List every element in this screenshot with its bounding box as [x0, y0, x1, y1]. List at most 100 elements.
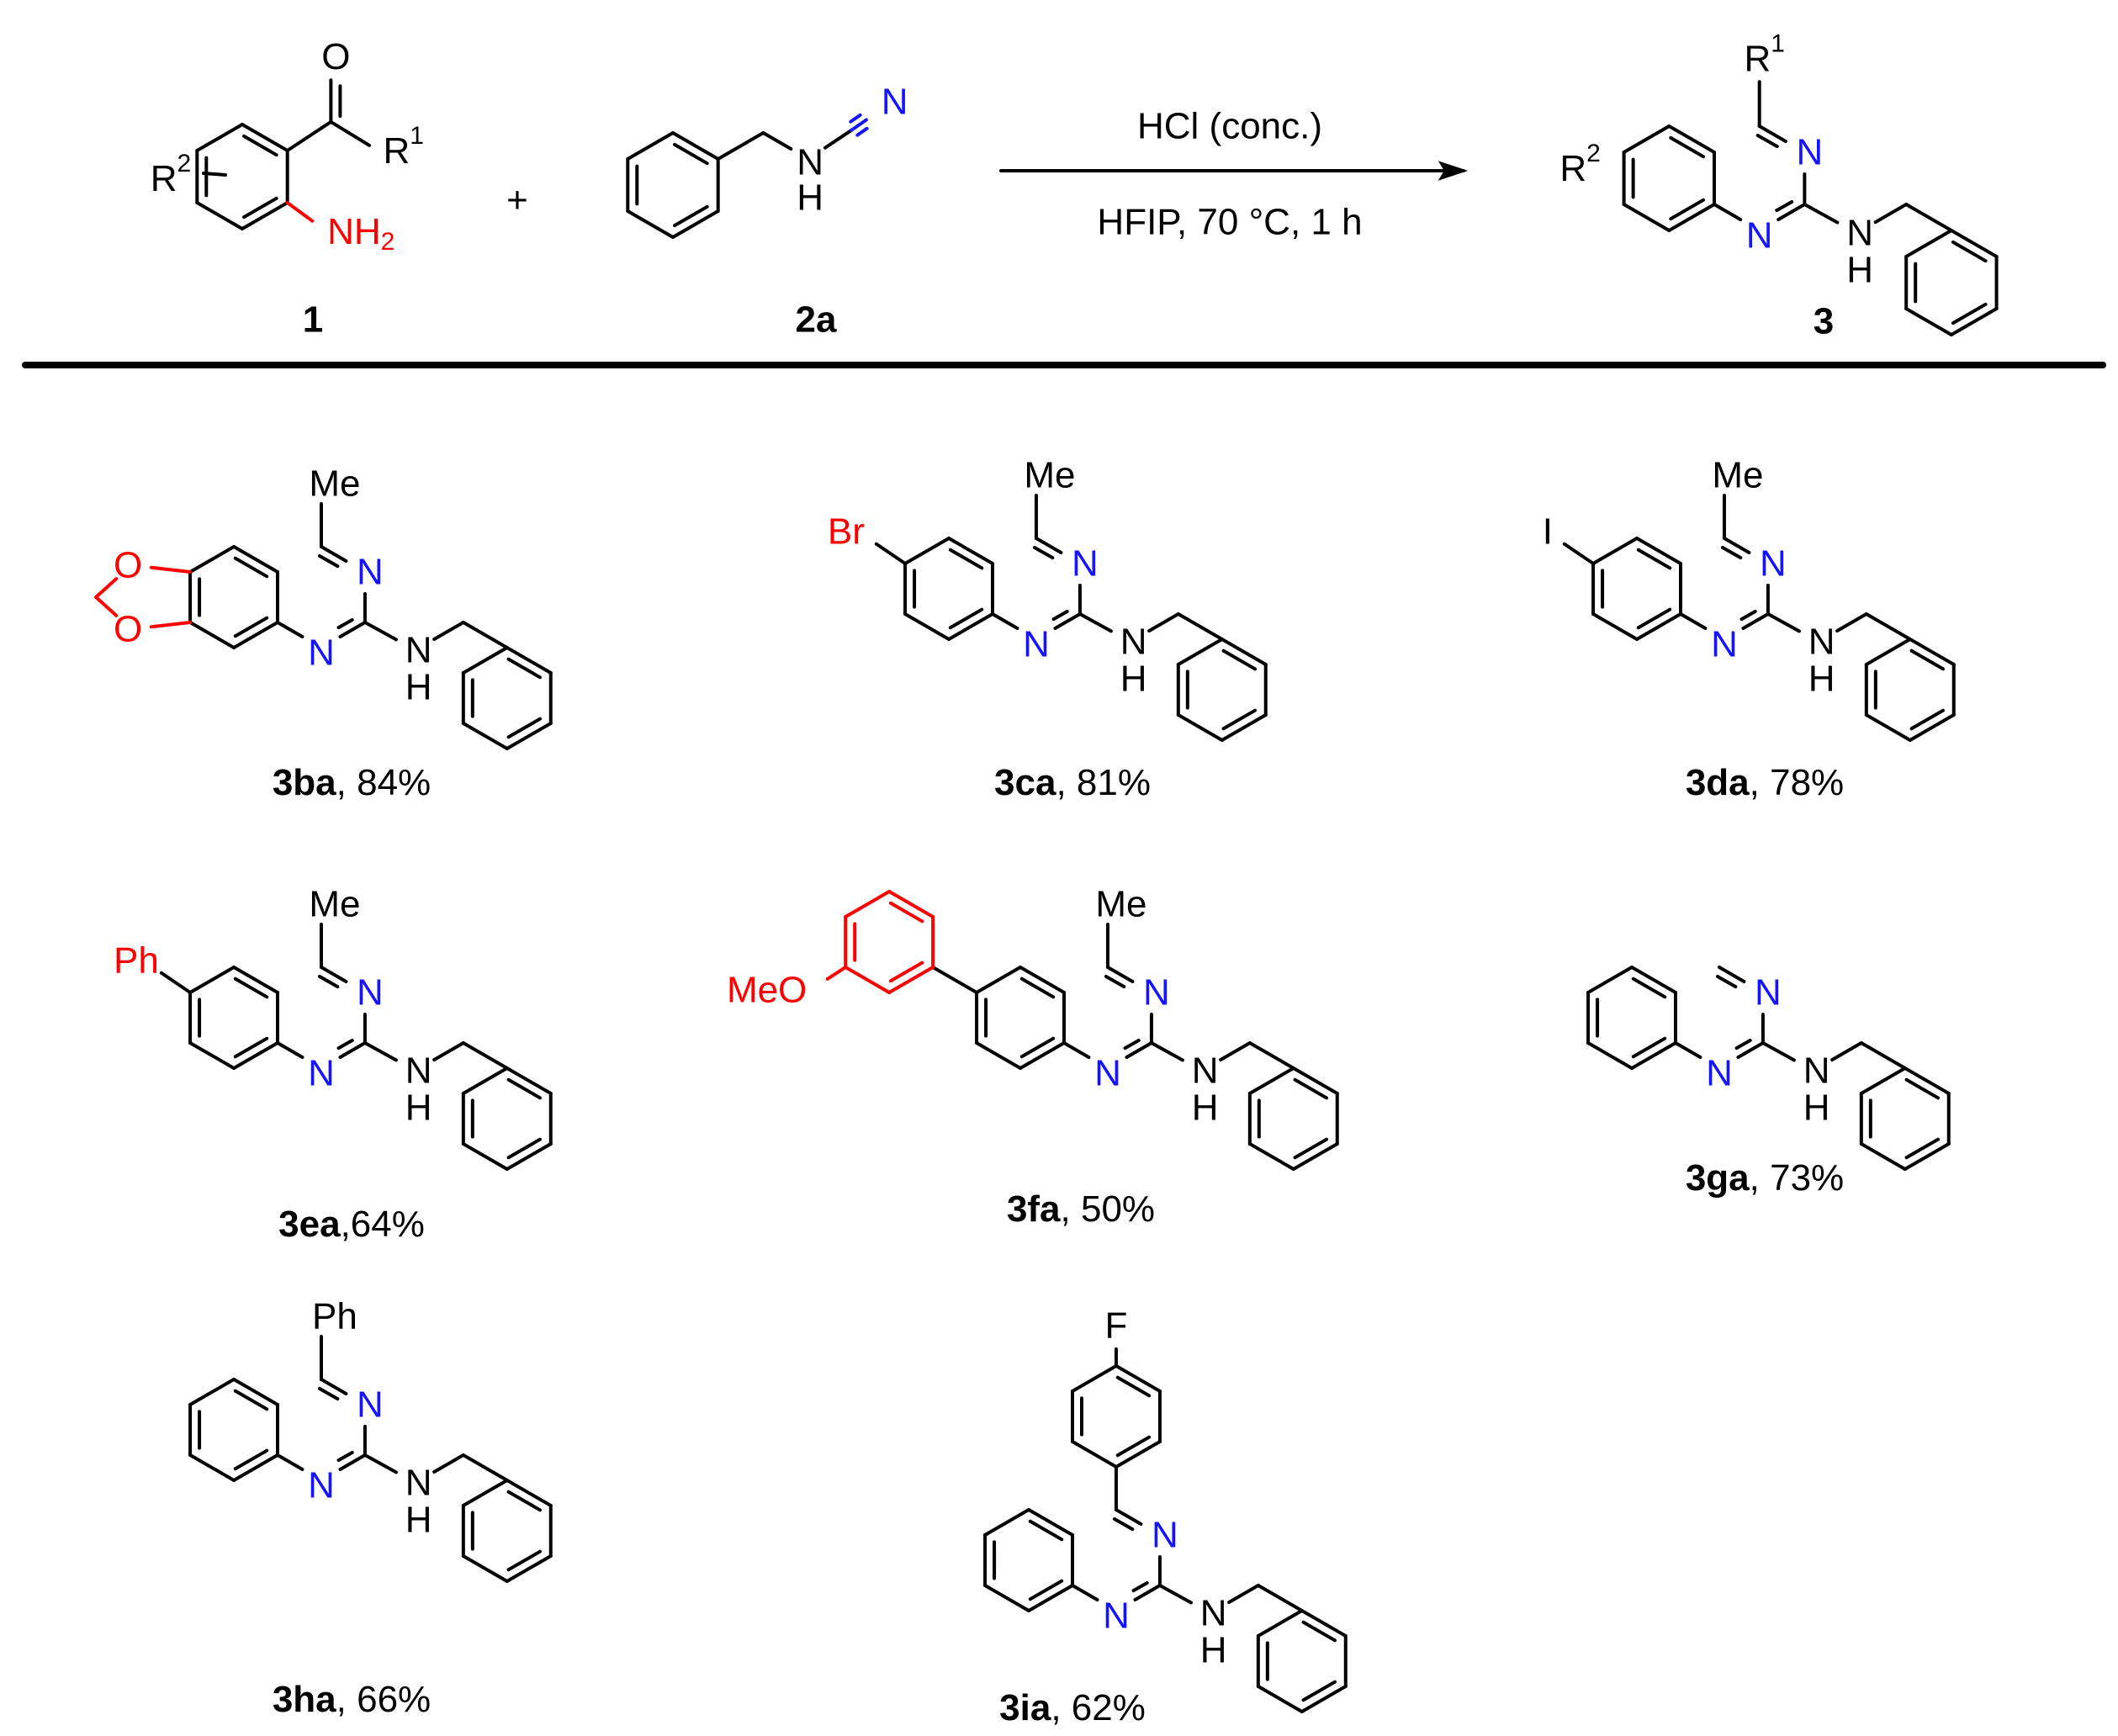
aryl-ring [888, 901, 924, 924]
compound-3da [1835, 612, 1868, 632]
yield-value: , 66% [336, 1679, 432, 1720]
reactant2-ring-inner [673, 204, 709, 228]
compound-3da [1635, 537, 1682, 565]
nitrile-bond [855, 126, 869, 137]
compound-id: 3ga [1686, 1157, 1750, 1199]
compound-3da [1766, 612, 1801, 633]
nitrogen-label: N [1152, 1515, 1178, 1556]
compound-3ga [1630, 1041, 1677, 1070]
reactant2-ring [626, 131, 675, 161]
compound-3ea [232, 1041, 279, 1070]
compound-3ia [1157, 1584, 1193, 1605]
compound-3ha-benzyl [505, 1479, 553, 1507]
compound-3ba [363, 621, 398, 642]
compound-3fa-benzyl [1247, 1142, 1295, 1171]
compound-3da [1635, 612, 1682, 641]
compound-3ca-benzyl [1176, 638, 1224, 666]
compound-3fa [1104, 975, 1126, 989]
compound-3ba-inner [233, 556, 269, 579]
substituent-label: Me [309, 463, 360, 505]
compound-caption: 3fa, 50% [1007, 1188, 1155, 1230]
compound-label-3: 3 [1814, 301, 1834, 342]
nh-hydrogen-label: H [1192, 1088, 1219, 1129]
product-ring [1713, 203, 1743, 221]
reactant2-ring [671, 209, 720, 239]
fluorophenyl-ring [1114, 1364, 1162, 1393]
compound-3fa [1125, 1041, 1153, 1059]
compound-3ga-benzyl [1859, 1142, 1907, 1171]
compound-3ga-benzyl-inner [1904, 1077, 1940, 1100]
compound-3ea [317, 975, 340, 989]
product-sidechain-benzyl-inner [1951, 302, 1988, 326]
compound-id: 3da [1686, 762, 1750, 803]
compound-3da [1591, 537, 1639, 565]
substituent-label: Me [1712, 455, 1763, 496]
compound-3ca [1051, 609, 1069, 622]
atom-symbol: R [151, 158, 177, 199]
compound-caption: 3ia, 62% [999, 1687, 1146, 1728]
substituent-label: Me [309, 884, 360, 925]
compound-3ba-benzyl [461, 722, 509, 750]
benzyl-bond [761, 131, 793, 151]
fluorine-label: F [1105, 1305, 1128, 1347]
product-sidechain-benzyl [1904, 307, 1953, 336]
compound-3fa [1062, 1041, 1091, 1059]
compound-3ia [1071, 1584, 1099, 1601]
compound-3ha [319, 1378, 348, 1395]
atom-symbol: R [1744, 38, 1771, 79]
compound-3ba [232, 545, 279, 574]
compound-3ga-inner [1631, 977, 1667, 999]
compound-3ea [363, 1041, 398, 1062]
compound-3ha [188, 1453, 236, 1482]
compound-3da [1864, 612, 1912, 641]
superscript: 2 [1586, 140, 1601, 167]
substituent-label: Ph [312, 1296, 357, 1337]
compound-3ca-benzyl [1220, 713, 1268, 742]
compound-3ha [338, 1453, 367, 1471]
compound-3da-benzyl [1864, 713, 1912, 742]
reactant1-ring-inner [242, 196, 278, 220]
substituent-label: Me [1024, 455, 1075, 496]
compound-3da-benzyl [1908, 638, 1956, 666]
compound-3ca [903, 537, 951, 565]
compound-3ea-benzyl [461, 1066, 509, 1095]
compound-3ea [336, 1038, 354, 1051]
product-ring [1622, 124, 1671, 154]
compound-3ia [1131, 1580, 1149, 1593]
nitrogen-label: N [1796, 132, 1823, 173]
dioxole-bond [149, 621, 193, 629]
compound-3ca-benzyl [1176, 713, 1224, 742]
nh-nitrogen-label: N [405, 630, 432, 671]
compound-3fa [1219, 1041, 1252, 1061]
compound-3ia-benzyl [1300, 1685, 1348, 1713]
compound-3ia [983, 1584, 1031, 1612]
compound-3da [1739, 609, 1757, 622]
compound-3da [1741, 612, 1770, 630]
compound-3ba-benzyl [461, 646, 509, 675]
compound-caption: 3ea,64% [278, 1204, 425, 1245]
compound-3ha [232, 1453, 279, 1482]
nitrogen-label: N [357, 972, 384, 1014]
compound-3ba [317, 554, 340, 569]
superscript: 1 [410, 122, 424, 150]
compound-3ca [1053, 612, 1082, 630]
compound-3ga [1715, 975, 1738, 989]
compound-3ga [1717, 966, 1746, 983]
superscript: 1 [1771, 29, 1785, 57]
reactant1-ring [241, 123, 289, 152]
nh-hydrogen-label: H [1846, 250, 1873, 291]
compound-3fa [975, 1041, 1023, 1070]
nitrogen-label: N [1746, 215, 1773, 257]
nitrogen-label: N [308, 632, 335, 674]
r2-label: R2 [151, 150, 191, 199]
compound-3ia [1256, 1584, 1304, 1612]
product-ring-inner [1669, 198, 1705, 221]
compound-3ha-benzyl [505, 1554, 553, 1583]
compound-3ba [336, 617, 354, 630]
compound-caption: 3ba, 84% [273, 762, 431, 803]
compound-3ba [319, 545, 348, 563]
compound-3ca [903, 612, 951, 641]
reactant1-ring [195, 201, 244, 230]
compound-3fa-inner [1019, 977, 1056, 999]
compound-id: 3ca [994, 762, 1056, 803]
